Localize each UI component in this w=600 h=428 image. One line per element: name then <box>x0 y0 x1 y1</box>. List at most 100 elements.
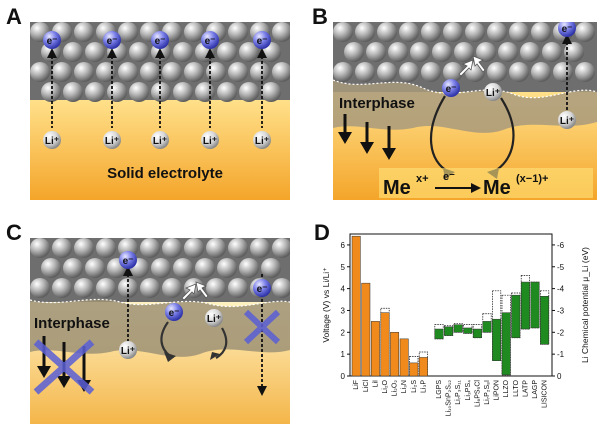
bar-Li2O2 <box>390 332 400 377</box>
bar-LLZO <box>501 312 511 376</box>
y-tick-label: 1 <box>341 350 346 359</box>
bar-LISICON <box>540 296 550 345</box>
x-tick-label: LiCl <box>363 380 370 393</box>
interphase-label-b: Interphase <box>339 95 415 112</box>
panel-a: e⁻ e⁻ e⁻ e⁻ e⁻ Li⁺ Li⁺ Li⁺ Li⁺ Li⁺ Solid… <box>30 22 290 200</box>
li-ion-label: Li⁺ <box>255 136 269 147</box>
bar-LiI <box>370 321 380 377</box>
reaction-over-arrow: e⁻ <box>443 171 455 183</box>
bar-LiF <box>351 235 361 377</box>
bar-LiCl <box>361 282 371 377</box>
x-tick-label: Li₇P₂S₈I <box>484 380 491 405</box>
x-tick-label: Li₁₀SnP₂S₁₂ <box>446 380 453 417</box>
y2-tick-label: -4 <box>557 285 565 294</box>
bar-Li3P <box>418 357 428 377</box>
y-tick-label: 4 <box>341 285 346 294</box>
panel-d-letter: D <box>314 220 330 245</box>
li-ion-label: Li⁺ <box>153 136 167 147</box>
y2-tick-label: -5 <box>557 263 565 272</box>
blocked-transport-c: e⁻ <box>243 274 281 396</box>
electron-label: e⁻ <box>446 84 457 95</box>
growth-arrows-b <box>338 114 396 160</box>
electron-label: e⁻ <box>257 284 268 295</box>
x-tick-label: LAGP <box>532 380 539 399</box>
li-ion-ball <box>484 83 502 101</box>
electron-label: e⁻ <box>155 36 166 47</box>
x-tick-label: LLTO <box>513 379 520 396</box>
reaction-left: Me <box>383 177 411 199</box>
li-ions-a <box>43 131 271 149</box>
li-ion-label: Li⁺ <box>203 136 217 147</box>
arrowheads-a <box>47 48 267 58</box>
electron-label: e⁻ <box>257 36 268 47</box>
panel-a-letter: A <box>6 4 22 29</box>
reaction-right: Me <box>483 177 511 199</box>
bar-LiPON <box>492 318 502 361</box>
x-tick-label: Li₃N <box>401 380 408 393</box>
plot-frame <box>349 233 553 377</box>
li-ion-label: Li⁺ <box>45 136 59 147</box>
y-tick-label: 6 <box>341 241 346 250</box>
vertical-transport-b: e⁻ Li⁺ <box>558 22 576 129</box>
li-ion-label: Li⁺ <box>121 346 135 357</box>
y-axis-label: Voltage (V) vs Li/Li⁺ <box>321 267 331 343</box>
electron-label: e⁻ <box>169 308 180 319</box>
electrolyte-a <box>30 100 290 200</box>
solid-electrolyte-label: Solid electrolyte <box>107 165 223 182</box>
y2-tick-label: -3 <box>557 306 565 315</box>
white-arrows-b <box>458 55 486 77</box>
blocked-cross-c <box>33 339 95 395</box>
y-tick-label: 3 <box>341 306 346 315</box>
reaction-right-sup: (x−1)+ <box>516 173 548 185</box>
electron-label: e⁻ <box>107 36 118 47</box>
bar-Li3N <box>399 338 409 377</box>
x-tick-label: Li₇P₃S₁₁ <box>455 379 462 404</box>
x-tick-label: Li₂O <box>382 379 389 393</box>
bar-Li7P2S8I <box>482 321 492 333</box>
bar-LATP <box>520 281 530 330</box>
y2-tick-label: -1 <box>557 350 565 359</box>
y-tick-label: 2 <box>341 328 346 337</box>
bar-LAGP <box>530 281 540 329</box>
x-tick-label: Li₂O₂ <box>392 380 399 397</box>
y2-axis-label: Li Chemical potential μ_Li (eV) <box>580 247 590 363</box>
electron-label: e⁻ <box>123 256 134 267</box>
electron-ball <box>442 79 460 97</box>
reaction-equation: Me x+ e⁻ Me (x−1)+ <box>383 171 548 199</box>
x-tick-label: LISICON <box>542 380 549 408</box>
y-tick-label: 5 <box>341 263 346 272</box>
y2-tick-label: -2 <box>557 328 565 337</box>
x-tick-label: LiI <box>372 380 379 387</box>
bar-Li10SnP2S12 <box>444 326 454 336</box>
li-ion-label: Li⁺ <box>207 314 221 325</box>
x-tick-label: Li₂S <box>411 380 418 393</box>
y2-tick-label: 0 <box>557 372 562 381</box>
bar-Li2S <box>409 362 419 377</box>
interphase-label-c: Interphase <box>34 315 110 332</box>
bar-LGPS <box>434 328 444 340</box>
bar-Li2O <box>380 312 390 377</box>
interphase-layer-b <box>333 80 597 133</box>
bar-LLTO <box>511 294 521 339</box>
x-tick-label: LGPS <box>436 380 443 399</box>
li-ion-label: Li⁺ <box>560 116 574 127</box>
x-tick-label: LLZO <box>503 379 510 397</box>
panel-b: Interphase e⁻ Li⁺ e⁻ Li⁺ Me x+ e⁻ Me (x−… <box>333 22 597 200</box>
y-tick-label: 0 <box>341 372 346 381</box>
panel-b-letter: B <box>312 4 328 29</box>
electron-label: e⁻ <box>562 24 573 35</box>
x-tick-label: LiF <box>353 380 360 390</box>
li-ion-label: Li⁺ <box>105 136 119 147</box>
bar-Li7P3S11 <box>453 324 463 333</box>
x-tick-label: Li₆PS₅Cl <box>474 380 481 407</box>
li-ion-label: Li⁺ <box>486 88 500 99</box>
bar-Li3PS4 <box>463 327 473 334</box>
x-tick-label: LiPON <box>494 380 501 401</box>
interphase-layer-c <box>30 299 290 357</box>
x-tick-label: Li₃P <box>420 380 427 393</box>
bar-Li6PS5Cl <box>472 328 482 339</box>
x-tick-label: Li₃PS₄ <box>465 380 472 401</box>
electrons-a <box>43 31 271 49</box>
electron-label: e⁻ <box>47 36 58 47</box>
